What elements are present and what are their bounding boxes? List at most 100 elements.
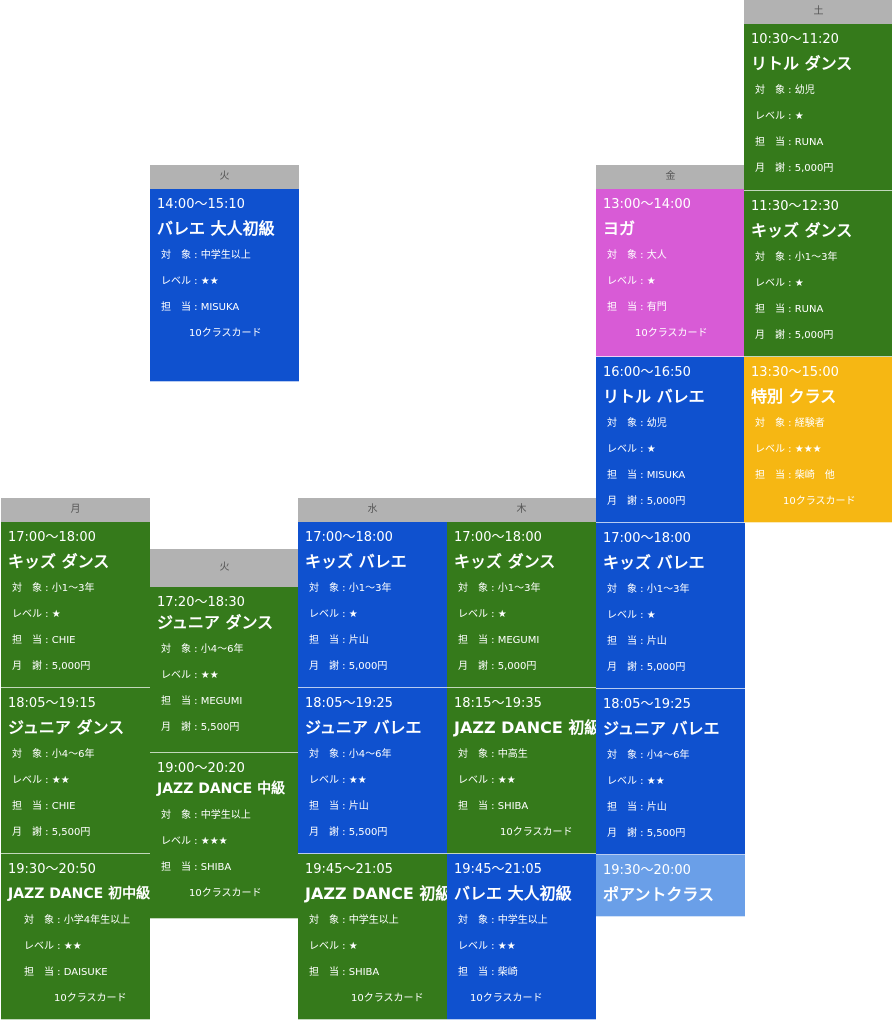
class-card-note: 10クラスカード [500,827,573,838]
class-time: 11:30〜12:30 [751,199,839,214]
class-target: 対 象 : 小1〜3年 [607,584,690,595]
class-level: レベル : ★★ [24,941,82,952]
class-card[interactable]: 18:05〜19:25 ジュニア バレエ 対 象 : 小4〜6年 レベル : ★… [596,689,745,855]
class-target: 対 象 : 小4〜6年 [309,749,392,760]
class-card[interactable]: 18:15〜19:35 JAZZ DANCE 初級 対 象 : 中高生 レベル … [447,688,596,854]
class-card[interactable]: 17:00〜18:00 キッズ ダンス 対 象 : 小1〜3年 レベル : ★ … [447,522,596,688]
class-name: キッズ バレエ [603,553,705,572]
class-card[interactable]: 19:30〜20:00 ポアントクラス [596,855,745,917]
class-level: レベル : ★★ [607,776,665,787]
class-name: ジュニア バレエ [305,718,422,737]
class-teacher: 担 当 : 柴崎 他 [755,470,835,481]
class-name: JAZZ DANCE 初級 [305,884,447,903]
class-target: 対 象 : 小1〜3年 [755,252,838,263]
class-target: 対 象 : 幼児 [607,418,667,429]
class-level: レベル : ★ [309,941,358,952]
class-time: 18:05〜19:25 [603,697,691,712]
class-teacher: 担 当 : RUNA [755,137,824,148]
class-time: 13:30〜15:00 [751,365,839,380]
class-card[interactable]: 13:00〜14:00 ヨガ 対 象 : 大人 レベル : ★ 担 当 : 有門… [596,189,745,357]
class-level: レベル : ★ [607,444,656,455]
class-card[interactable]: 10:30〜11:20 リトル ダンス 対 象 : 幼児 レベル : ★ 担 当… [744,24,892,191]
class-fee: 月 謝 : 5,000円 [755,330,834,341]
class-fee: 月 謝 : 5,500円 [309,827,388,838]
class-card[interactable]: 17:20〜18:30 ジュニア ダンス 対 象 : 小4〜6年 レベル : ★… [150,587,299,753]
class-time: 17:00〜18:00 [603,531,691,546]
class-fee: 月 謝 : 5,500円 [12,827,91,838]
class-name: ヨガ [603,219,636,238]
class-teacher: 担 当 : 片山 [607,636,667,647]
class-target: 対 象 : 小4〜6年 [12,749,95,760]
class-fee: 月 謝 : 5,000円 [607,662,686,673]
class-fee: 月 謝 : 5,000円 [12,661,91,672]
class-level: レベル : ★★ [458,941,516,952]
tuesday-afternoon-column: 火 14:00〜15:10 バレエ 大人初級 対 象 : 中学生以上 レベル :… [150,165,299,382]
class-teacher: 担 当 : SHIBA [458,801,529,812]
class-card[interactable]: 16:00〜16:50 リトル バレエ 対 象 : 幼児 レベル : ★ 担 当… [596,357,745,523]
class-teacher: 担 当 : 片山 [309,801,369,812]
class-level: レベル : ★★★ [161,836,228,847]
class-level: レベル : ★ [755,278,804,289]
day-header-mon: 月 [1,498,150,522]
class-card[interactable]: 19:00〜20:20 JAZZ DANCE 中級 対 象 : 中学生以上 レベ… [150,753,299,919]
wednesday-column: 水 17:00〜18:00 キッズ バレエ 対 象 : 小1〜3年 レベル : … [298,498,447,1020]
class-target: 対 象 : 小1〜3年 [458,583,541,594]
class-card[interactable]: 19:45〜21:05 バレエ 大人初級 対 象 : 中学生以上 レベル : ★… [447,854,596,1020]
class-card[interactable]: 17:00〜18:00 キッズ バレエ 対 象 : 小1〜3年 レベル : ★ … [298,522,447,688]
class-teacher: 担 当 : DAISUKE [24,967,108,978]
class-target: 対 象 : 中学生以上 [309,915,399,926]
day-header-tue: 火 [150,549,299,587]
day-header-wed: 水 [298,498,447,522]
class-card[interactable]: 11:30〜12:30 キッズ ダンス 対 象 : 小1〜3年 レベル : ★ … [744,191,892,357]
class-level: レベル : ★ [607,276,656,287]
class-card[interactable]: 17:00〜18:00 キッズ ダンス 対 象 : 小1〜3年 レベル : ★ … [1,522,150,688]
class-target: 対 象 : 中学生以上 [161,810,251,821]
class-card-note: 10クラスカード [189,888,262,899]
class-card[interactable]: 19:45〜21:05 JAZZ DANCE 初級 対 象 : 中学生以上 レベ… [298,854,447,1020]
class-fee: 月 謝 : 5,000円 [607,496,686,507]
class-card[interactable]: 13:30〜15:00 特別 クラス 対 象 : 経験者 レベル : ★★★ 担… [744,357,892,523]
class-name: ジュニア ダンス [157,613,274,632]
class-card-note: 10クラスカード [189,328,262,339]
class-fee: 月 謝 : 5,500円 [161,722,240,733]
class-card[interactable]: 19:30〜20:50 JAZZ DANCE 初中級 対 象 : 小学4年生以上… [1,854,150,1020]
class-name: バレエ 大人初級 [454,884,572,903]
class-time: 17:00〜18:00 [8,530,96,545]
day-header-sat: 土 [744,0,892,24]
class-name: キッズ バレエ [305,552,407,571]
class-teacher: 担 当 : 有門 [607,302,667,313]
class-name: リトル ダンス [751,54,853,73]
class-time: 18:05〜19:15 [8,696,96,711]
class-name: ジュニア バレエ [603,719,720,738]
class-name: ジュニア ダンス [8,718,125,737]
class-teacher: 担 当 : MEGUMI [161,696,243,707]
class-teacher: 担 当 : MEGUMI [458,635,540,646]
class-time: 19:45〜21:05 [454,862,542,877]
class-card[interactable]: 18:05〜19:15 ジュニア ダンス 対 象 : 小4〜6年 レベル : ★… [1,688,150,854]
class-card[interactable]: 14:00〜15:10 バレエ 大人初級 対 象 : 中学生以上 レベル : ★… [150,189,299,382]
friday-afternoon-column: 金 13:00〜14:00 ヨガ 対 象 : 大人 レベル : ★ 担 当 : … [596,165,745,523]
class-time: 19:30〜20:00 [603,863,691,878]
class-card-note: 10クラスカード [635,328,708,339]
class-name: JAZZ DANCE 初中級 [8,886,150,902]
day-header-fri: 金 [596,165,745,189]
class-level: レベル : ★ [309,609,358,620]
class-target: 対 象 : 中高生 [458,749,528,760]
class-time: 19:00〜20:20 [157,761,245,776]
class-target: 対 象 : 大人 [607,250,667,261]
friday-evening-column: 17:00〜18:00 キッズ バレエ 対 象 : 小1〜3年 レベル : ★ … [596,523,745,917]
class-time: 17:00〜18:00 [305,530,393,545]
class-target: 対 象 : 小4〜6年 [607,750,690,761]
class-name: キッズ ダンス [454,552,556,571]
class-card[interactable]: 18:05〜19:25 ジュニア バレエ 対 象 : 小4〜6年 レベル : ★… [298,688,447,854]
class-level: レベル : ★★★ [755,444,822,455]
class-level: レベル : ★ [755,111,804,122]
class-time: 13:00〜14:00 [603,197,691,212]
class-time: 18:15〜19:35 [454,696,542,711]
class-level: レベル : ★ [12,609,61,620]
class-card[interactable]: 17:00〜18:00 キッズ バレエ 対 象 : 小1〜3年 レベル : ★ … [596,523,745,689]
class-name: キッズ ダンス [751,221,853,240]
class-time: 14:00〜15:10 [157,197,245,212]
class-name: JAZZ DANCE 初級 [454,718,596,737]
class-target: 対 象 : 小1〜3年 [12,583,95,594]
